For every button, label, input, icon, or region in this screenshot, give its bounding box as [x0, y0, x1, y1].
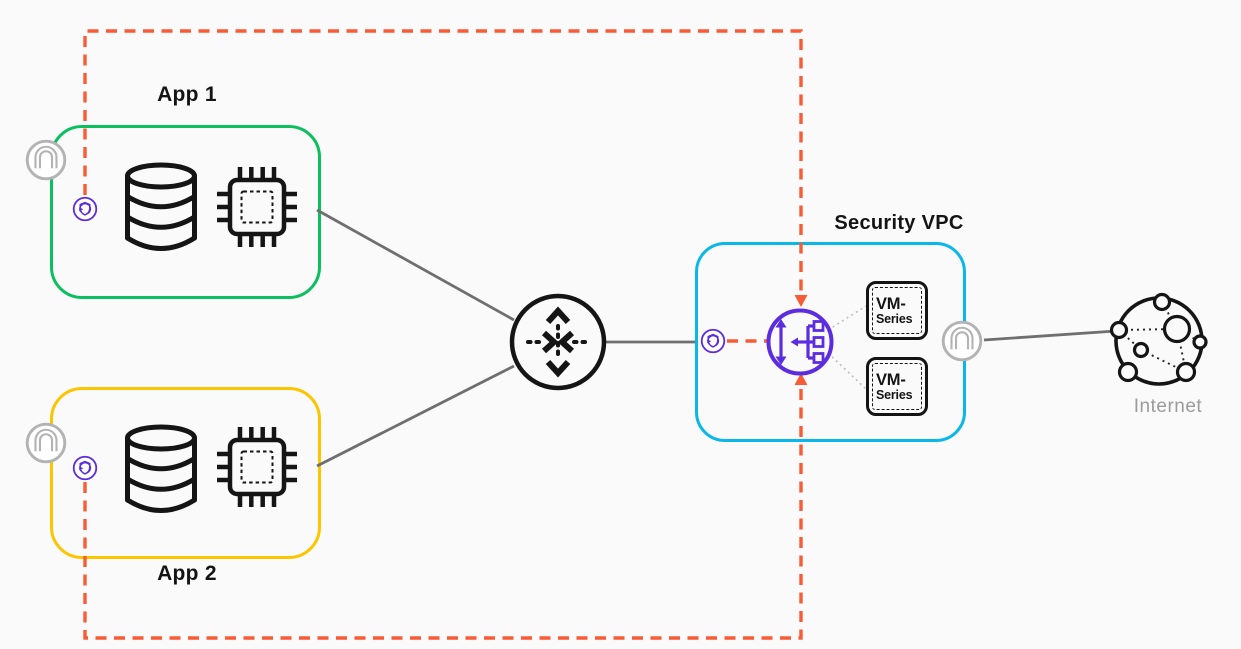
- transit-gateway-icon: [506, 290, 610, 394]
- app1-label: App 1: [157, 83, 217, 106]
- vm-series-node: VM- Series: [866, 281, 928, 340]
- flow-arrow-down: [794, 295, 808, 307]
- vm-series-label: VM-: [876, 294, 906, 313]
- vm-series-node: VM- Series: [866, 357, 928, 416]
- vm-series-sublabel: Series: [876, 387, 913, 402]
- link-igw-internet: [983, 329, 1117, 342]
- security-vpc-label: Security VPC: [834, 212, 964, 234]
- app2-vpc-box: [50, 387, 321, 559]
- flow-arrow-up: [794, 373, 808, 385]
- internet-gateway-icon: [24, 421, 68, 465]
- vm-series-sublabel: Series: [876, 311, 913, 326]
- gwlb-endpoint-icon: [72, 455, 98, 481]
- database-icon: [124, 424, 198, 515]
- internet-globe-icon: [1106, 288, 1212, 394]
- red-dashed-flow-app1: [83, 29, 803, 295]
- red-dashed-flow-app2: [83, 385, 803, 640]
- link-gwlb-vm1: [827, 305, 867, 331]
- vm-series-label: VM-: [876, 370, 906, 389]
- link-app2-tgw: [316, 364, 515, 468]
- database-icon: [124, 162, 198, 253]
- gwlb-endpoint-icon: [72, 196, 98, 222]
- cpu-chip-icon: [214, 164, 300, 250]
- gateway-load-balancer-icon: [764, 306, 836, 378]
- gwlb-endpoint-icon: [700, 328, 726, 354]
- internet-gateway-icon: [940, 319, 984, 363]
- internet-label: Internet: [1133, 396, 1203, 417]
- link-app1-tgw: [316, 208, 515, 322]
- internet-gateway-icon: [24, 138, 68, 182]
- app2-label: App 2: [157, 562, 217, 585]
- cpu-chip-icon: [214, 424, 300, 510]
